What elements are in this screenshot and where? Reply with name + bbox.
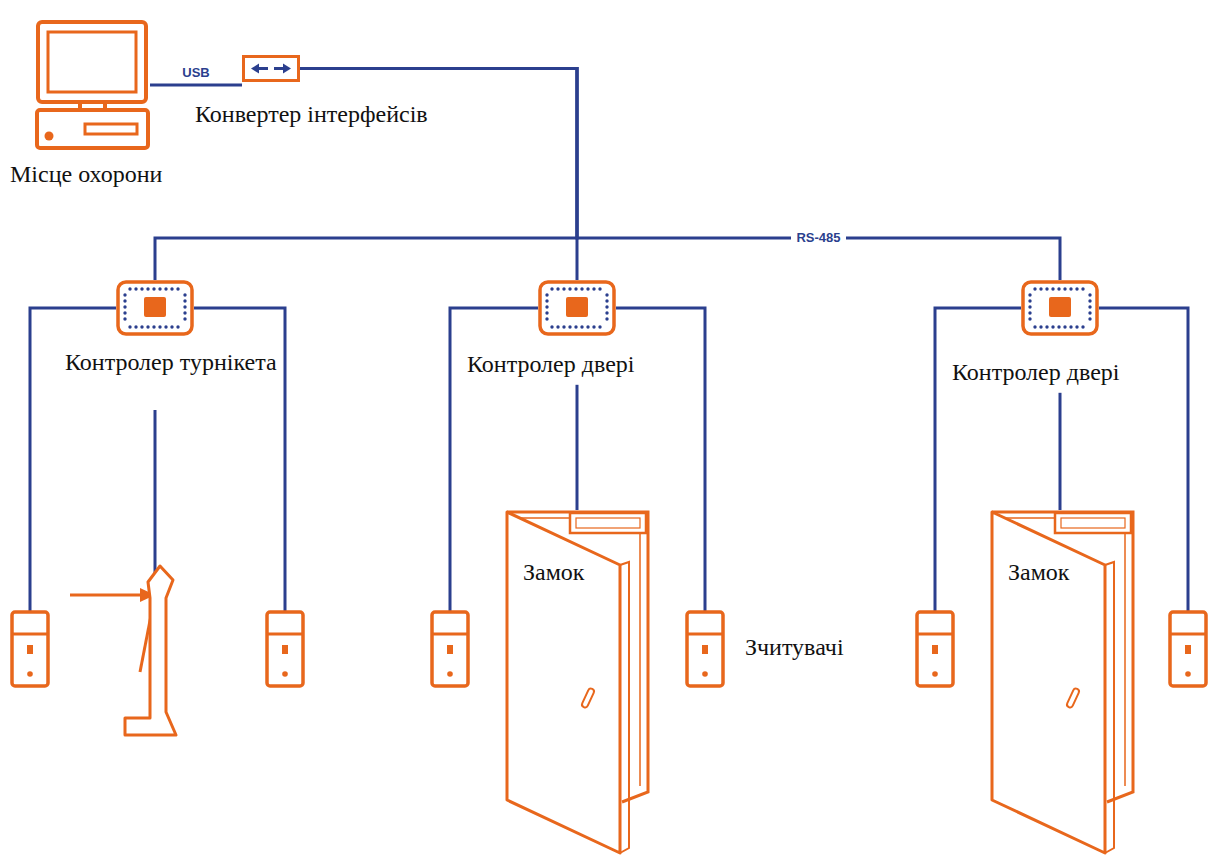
bus-line (155, 69, 577, 281)
interface-label: USB (177, 65, 214, 81)
door: Замок (505, 510, 650, 855)
card-reader (1170, 612, 1206, 686)
card-reader (687, 612, 723, 686)
wire (1099, 308, 1188, 612)
bus-line (576, 385, 579, 510)
node-caption: Контролер турнікета (65, 348, 277, 377)
lock-label: Замок (1008, 558, 1070, 587)
node-caption: Місце охорони (10, 160, 162, 189)
node-caption: Конвертер інтерфейсів (195, 100, 428, 129)
converter-node: Конвертер інтерфейсів (195, 55, 428, 129)
computer-icon (35, 20, 150, 150)
card-reader (267, 612, 303, 686)
turnstile-arm (70, 594, 144, 597)
card-reader (917, 612, 953, 686)
controller-icon (538, 280, 616, 336)
node-caption: Контролер двері (952, 358, 1119, 387)
interface-label: RS-485 (791, 230, 845, 246)
converter-icon (242, 55, 300, 82)
node-caption: Контролер двері (467, 350, 634, 379)
card-reader (432, 612, 468, 686)
bus-line (150, 84, 242, 87)
turnstile (70, 566, 176, 735)
door: Замок (990, 510, 1135, 855)
computer-node: Місце охорони (10, 20, 162, 189)
bus-line (1059, 393, 1062, 510)
wire (154, 410, 157, 578)
controller-node: Контролер турнікета (65, 280, 277, 377)
controller-icon (1021, 280, 1099, 336)
controller-node: Контролер двері (952, 280, 1119, 387)
card-reader (12, 612, 48, 686)
controller-node: Контролер двері (467, 280, 634, 379)
turnstile-body (125, 566, 176, 735)
lock-label: Замок (523, 558, 585, 587)
readers-label: Зчитувачі (745, 633, 844, 662)
controller-icon (116, 280, 194, 336)
